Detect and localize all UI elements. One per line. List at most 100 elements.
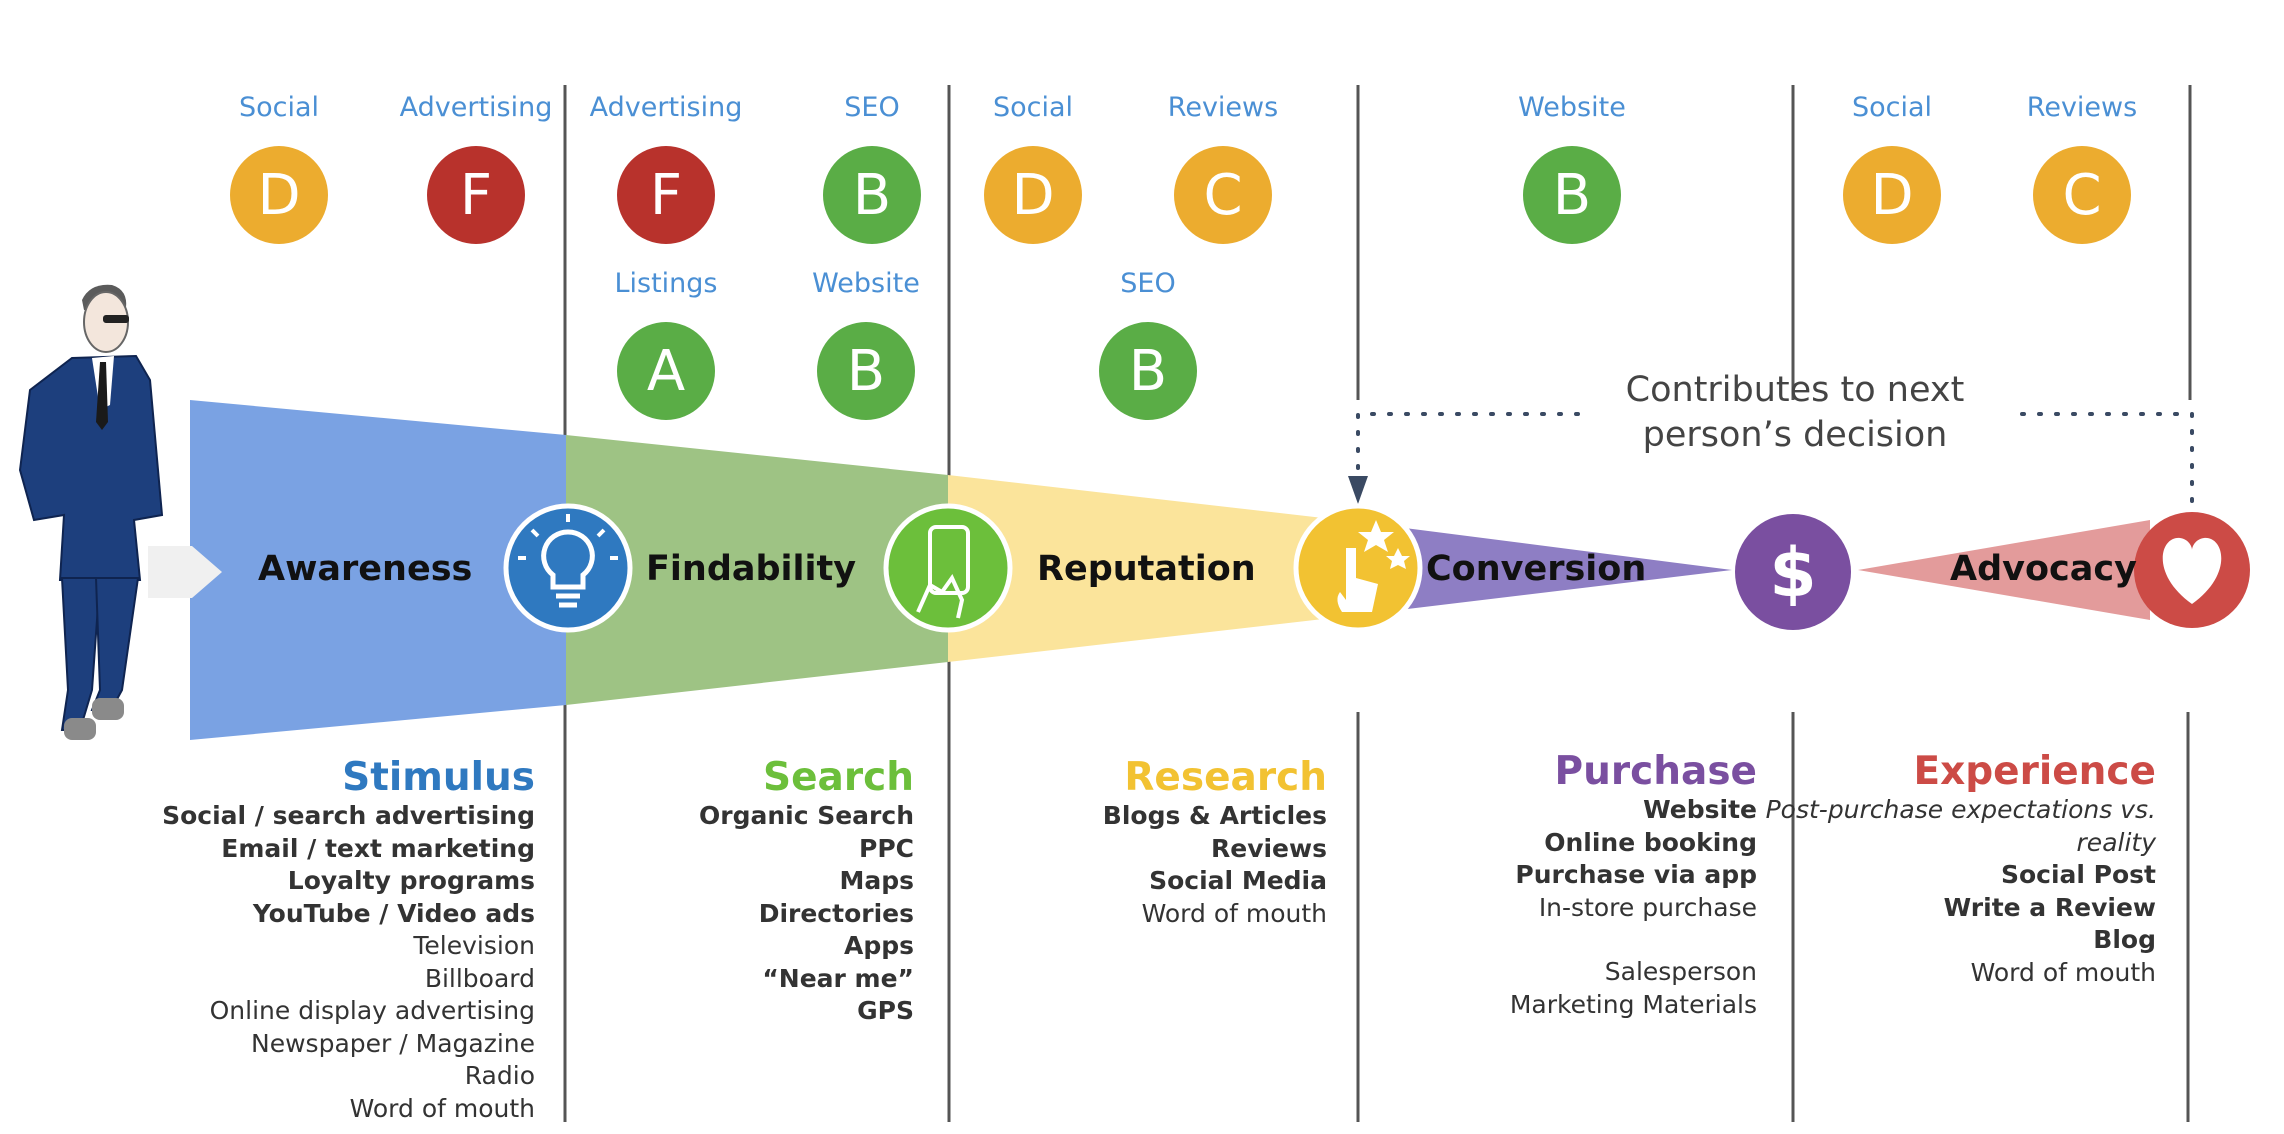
heart-icon (2134, 512, 2250, 628)
grade-circle-seo-2: B (1099, 322, 1197, 420)
stimulus-item: Billboard (424, 963, 535, 993)
grade-label-reviews-2: Reviews (2026, 92, 2138, 123)
grade-circle-social-2: D (984, 146, 1082, 244)
stimulus-item: Social / search advertising (162, 801, 535, 830)
funnel-advocacy (1858, 520, 2150, 620)
funnel-entry-arrow (148, 546, 222, 598)
feedback-note-line-2: person’s decision (1642, 415, 1948, 455)
purchase-item: Marketing Materials (1509, 989, 1757, 1019)
funnel-awareness (190, 400, 566, 740)
stimulus-item: Email / text marketing (221, 833, 535, 863)
grade-label-social: Social (238, 92, 320, 123)
grade-label-advertising-2: Advertising (589, 92, 743, 123)
grade-label-seo-2: SEO (1120, 268, 1176, 299)
stimulus-item: Word of mouth (349, 1093, 535, 1123)
feedback-loop (1348, 412, 2194, 514)
stimulus-item: Newspaper / Magazine (251, 1028, 535, 1058)
stage-label-awareness: Awareness (258, 549, 473, 589)
dollar-icon: $ (1735, 514, 1851, 630)
stage-icons: $ (503, 503, 2250, 633)
experience-item: Write a Review (1943, 892, 2156, 922)
grade-circle-reviews: C (1174, 146, 1272, 244)
grade-label-social-3: Social (1851, 92, 1933, 123)
grade-circle-website-2: B (1523, 146, 1621, 244)
stimulus-item: Radio (464, 1061, 535, 1090)
column-search: Search Organic Search PPC Maps Directori… (699, 756, 914, 1028)
purchase-item: Website (1643, 795, 1757, 824)
funnel-findability (566, 435, 948, 705)
research-item: Word of mouth (1141, 898, 1327, 928)
purchase-item: Online booking (1544, 827, 1757, 857)
person-right-leg (90, 577, 140, 714)
person-left-shoe (64, 718, 96, 740)
smartphone-tap-icon (883, 503, 1013, 633)
purchase-item: Salesperson (1604, 957, 1757, 986)
grade-label-listings: Listings (614, 268, 718, 299)
column-heading-experience: Experience (1913, 749, 2156, 794)
grade-circle-advertising: F (427, 146, 525, 244)
search-item: Apps (843, 931, 914, 960)
column-stimulus: Stimulus Social / search advertising Ema… (162, 756, 535, 1125)
stage-label-conversion: Conversion (1426, 549, 1647, 589)
stage-label-reputation: Reputation (1037, 549, 1256, 589)
purchase-item: Purchase via app (1515, 860, 1757, 889)
grade-circle-seo: B (823, 146, 921, 244)
person-tie (96, 362, 108, 430)
column-heading-search: Search (763, 755, 914, 800)
search-item: Organic Search (698, 801, 914, 830)
grade-circle-social: D (230, 146, 328, 244)
grade-label-advertising: Advertising (399, 92, 553, 123)
search-item: Directories (758, 898, 914, 928)
column-heading-purchase: Purchase (1554, 749, 1757, 794)
purchase-item: In-store purchase (1538, 892, 1757, 922)
purchase-item-spacer (1510, 924, 1757, 956)
feedback-dotted-line-right (2020, 412, 2194, 514)
search-item: GPS (857, 996, 914, 1025)
grade-label-seo: SEO (844, 92, 900, 123)
funnel (148, 400, 2150, 740)
grade-label-website: Website (812, 268, 920, 299)
stage-label-advocacy: Advocacy (1950, 549, 2137, 589)
click-stars-icon (1293, 503, 1423, 633)
stimulus-item: Television (413, 931, 535, 960)
column-heading-stimulus: Stimulus (342, 755, 535, 800)
funnel-reputation (948, 475, 1358, 662)
research-item: Reviews (1210, 833, 1327, 863)
experience-item: Word of mouth (1970, 957, 2156, 987)
lightbulb-icon (503, 503, 633, 633)
column-experience: Experience Post-purchase expectations vs… (1766, 750, 2156, 989)
businessman-illustration (18, 284, 164, 740)
search-item: PPC (859, 833, 914, 863)
stimulus-item: Online display advertising (209, 996, 535, 1025)
grade-circle-website: B (817, 322, 915, 420)
experience-item: reality (2076, 827, 2156, 857)
grade-circle-listings: A (617, 322, 715, 420)
research-item: Social Media (1149, 866, 1327, 895)
stage-label-findability: Findability (646, 549, 857, 589)
column-heading-research: Research (1124, 755, 1327, 800)
research-item: Blogs & Articles (1102, 801, 1327, 830)
grade-label-website-2: Website (1518, 92, 1626, 123)
feedback-note: Contributes to next person’s decision (1585, 368, 2005, 458)
experience-item: Post-purchase expectations vs. (1765, 795, 2156, 824)
person-jacket (18, 354, 164, 581)
feedback-arrowhead (1348, 476, 1368, 504)
grade-circle-reviews-2: C (2033, 146, 2131, 244)
column-research: Research Blogs & Articles Reviews Social… (1103, 756, 1327, 930)
grade-label-reviews: Reviews (1167, 92, 1279, 123)
grade-label-social-2: Social (992, 92, 1074, 123)
feedback-dotted-line (1356, 412, 1582, 487)
stimulus-item: YouTube / Video ads (252, 898, 535, 928)
search-item: Maps (839, 866, 914, 895)
stimulus-item: Loyalty programs (287, 866, 535, 895)
experience-item: Blog (2093, 925, 2156, 954)
funnel-conversion (1358, 522, 1732, 615)
feedback-note-line-1: Contributes to next (1625, 370, 1965, 410)
grade-circle-advertising-2: F (617, 146, 715, 244)
search-item: “Near me” (762, 963, 914, 993)
grade-circle-social-3: D (1843, 146, 1941, 244)
svg-text:$: $ (1769, 534, 1816, 613)
person-right-shoe (92, 698, 124, 720)
column-purchase: Purchase Website Online booking Purchase… (1510, 750, 1757, 1021)
